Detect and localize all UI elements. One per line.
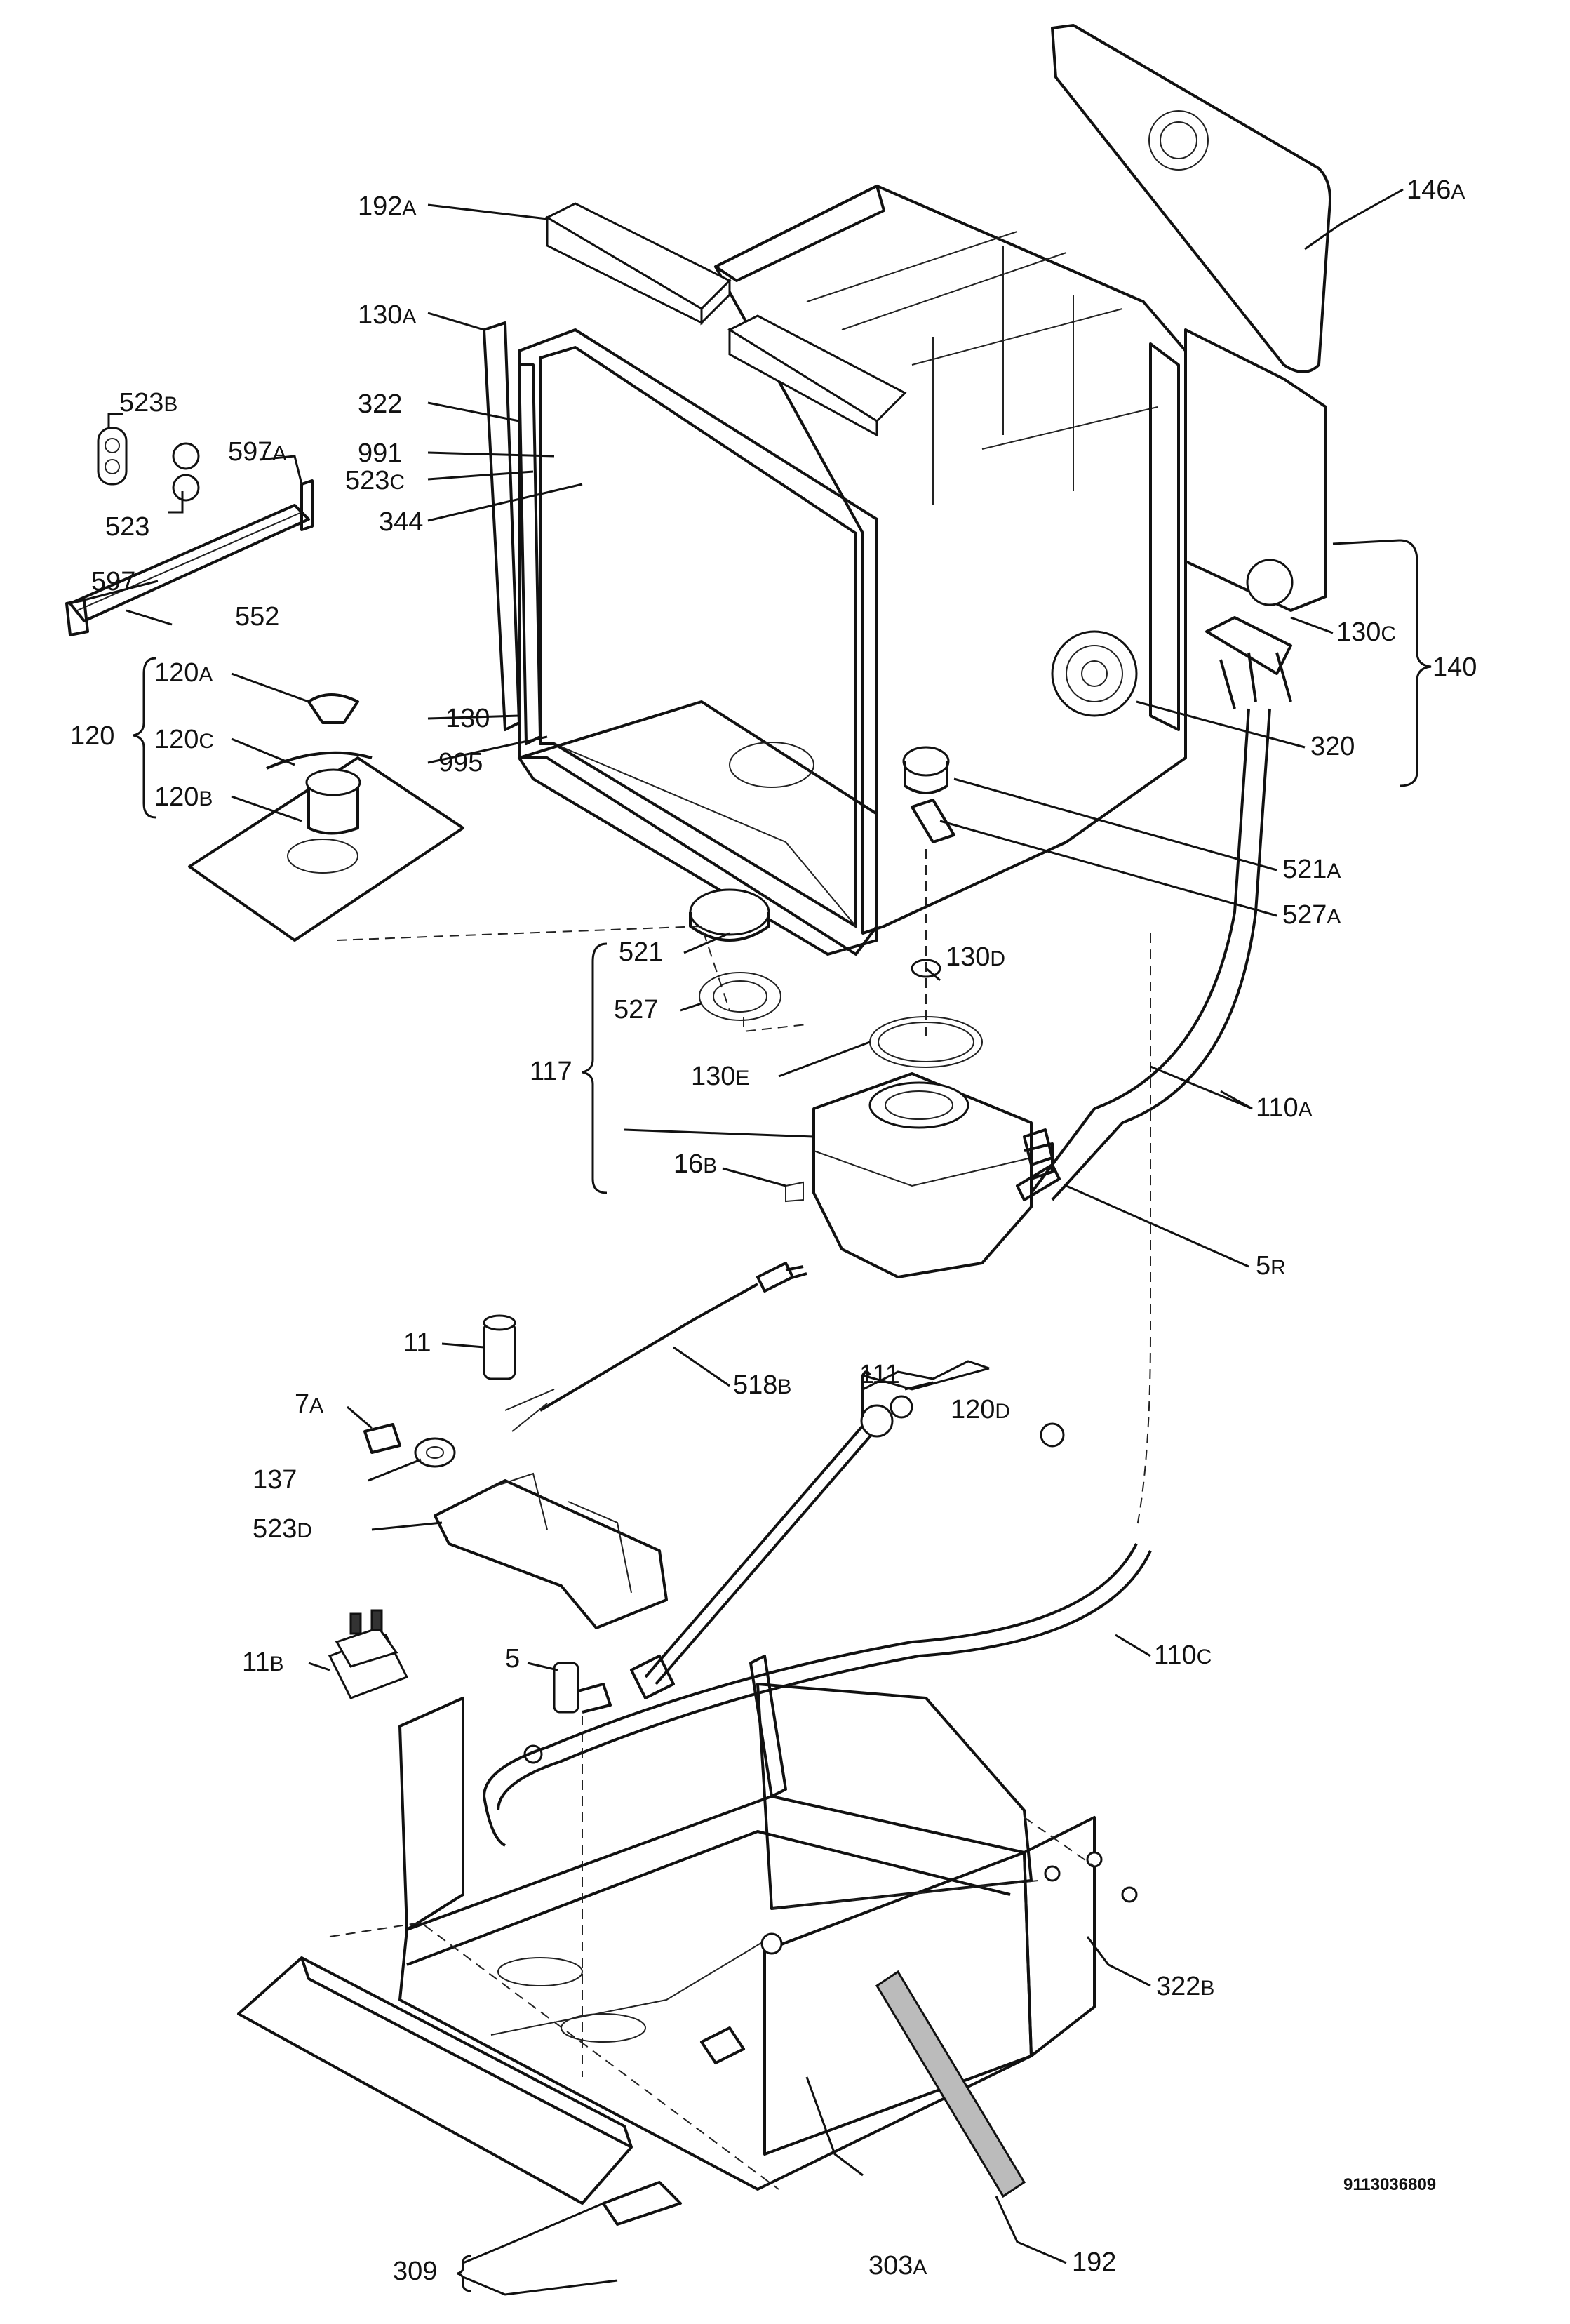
label-597a: 597A xyxy=(228,437,287,467)
salt-container-assembly xyxy=(902,746,955,978)
label-140: 140 xyxy=(1433,653,1477,682)
part-120d xyxy=(1040,1422,1065,1448)
label-146a: 146A xyxy=(1407,175,1465,205)
label-527a: 527A xyxy=(1282,900,1341,930)
label-322b: 322B xyxy=(1156,1972,1215,2001)
assembly-guides xyxy=(329,849,1095,2190)
label-130c: 130C xyxy=(1336,617,1397,647)
gasket-130e xyxy=(869,1016,983,1068)
door-seal-130a xyxy=(483,321,521,731)
part-523b xyxy=(97,427,128,486)
tub-body xyxy=(714,185,1187,935)
label-11b: 11B xyxy=(242,1648,284,1677)
label-7a: 7A xyxy=(295,1389,324,1419)
label-110c: 110C xyxy=(1154,1641,1212,1670)
insulation-block-192a xyxy=(544,202,907,437)
label-991: 991 xyxy=(358,439,403,468)
part-320 xyxy=(1051,630,1138,717)
label-120c: 120C xyxy=(154,725,215,754)
insulation-strip-192 xyxy=(875,1970,1026,2198)
label-309: 309 xyxy=(393,2257,438,2286)
label-995: 995 xyxy=(438,748,483,777)
fitting-5r xyxy=(1016,1128,1061,1201)
screws-322b xyxy=(1044,1851,1138,1903)
label-192: 192 xyxy=(1072,2248,1117,2277)
label-120a: 120A xyxy=(154,658,213,688)
capacitor-11 xyxy=(483,1314,516,1380)
label-192a: 192A xyxy=(358,192,417,221)
label-523c: 523C xyxy=(345,466,405,495)
label-527: 527 xyxy=(614,995,659,1024)
rail-552 xyxy=(69,504,310,622)
filter-120 xyxy=(188,693,464,942)
label-344: 344 xyxy=(379,507,424,537)
kickplate-309 xyxy=(237,1956,682,2226)
label-130: 130 xyxy=(445,704,490,733)
part-16b xyxy=(785,1181,804,1203)
diagram-reference-code: 9113036809 xyxy=(1343,2175,1437,2194)
relay-11b xyxy=(328,1609,409,1699)
label-120b: 120B xyxy=(154,782,213,812)
label-5r: 5R xyxy=(1256,1251,1286,1281)
label-110a: 110A xyxy=(1256,1093,1313,1123)
sump-117 xyxy=(812,1072,1054,1278)
leader-lines xyxy=(83,188,1432,2296)
label-16b: 16B xyxy=(673,1149,718,1179)
label-303a: 303A xyxy=(868,2251,927,2280)
label-117: 117 xyxy=(530,1057,572,1086)
part-597 xyxy=(65,599,89,636)
label-137: 137 xyxy=(253,1465,297,1495)
label-523b: 523B xyxy=(119,388,178,418)
label-5: 5 xyxy=(505,1644,521,1674)
label-120d: 120D xyxy=(951,1395,1011,1424)
power-cable-518b xyxy=(504,1262,807,1432)
label-111: 111 xyxy=(859,1360,900,1389)
base-frame-303a xyxy=(398,1655,1096,2191)
label-130e: 130E xyxy=(691,1062,750,1091)
hose-110a xyxy=(1030,708,1271,1530)
part-137 xyxy=(414,1437,456,1468)
label-523: 523 xyxy=(105,512,150,542)
label-322: 322 xyxy=(358,389,403,419)
bracket-523d xyxy=(434,1472,668,1629)
part-597a xyxy=(300,479,314,531)
salt-cap-521 xyxy=(689,888,770,942)
part-523 xyxy=(172,442,200,502)
part-7a xyxy=(363,1423,401,1454)
label-523d: 523D xyxy=(253,1514,313,1544)
hose-110c xyxy=(483,1543,1138,1847)
label-120: 120 xyxy=(70,721,115,751)
label-597: 597 xyxy=(91,567,136,596)
label-130d: 130D xyxy=(946,942,1006,972)
vent-assembly-140 xyxy=(1184,328,1327,709)
label-521a: 521A xyxy=(1282,855,1341,884)
valve-5 xyxy=(523,1662,612,1764)
label-552: 552 xyxy=(235,602,280,632)
label-130a: 130A xyxy=(358,300,417,330)
label-518b: 518B xyxy=(733,1370,792,1400)
label-320: 320 xyxy=(1310,732,1355,761)
lid-panel-146a xyxy=(1051,24,1331,373)
ring-527 xyxy=(699,972,781,1021)
label-11: 11 xyxy=(403,1328,431,1358)
tub-front-frame xyxy=(518,328,878,956)
label-521: 521 xyxy=(619,937,664,967)
heater-tube-111 xyxy=(630,1370,913,1699)
